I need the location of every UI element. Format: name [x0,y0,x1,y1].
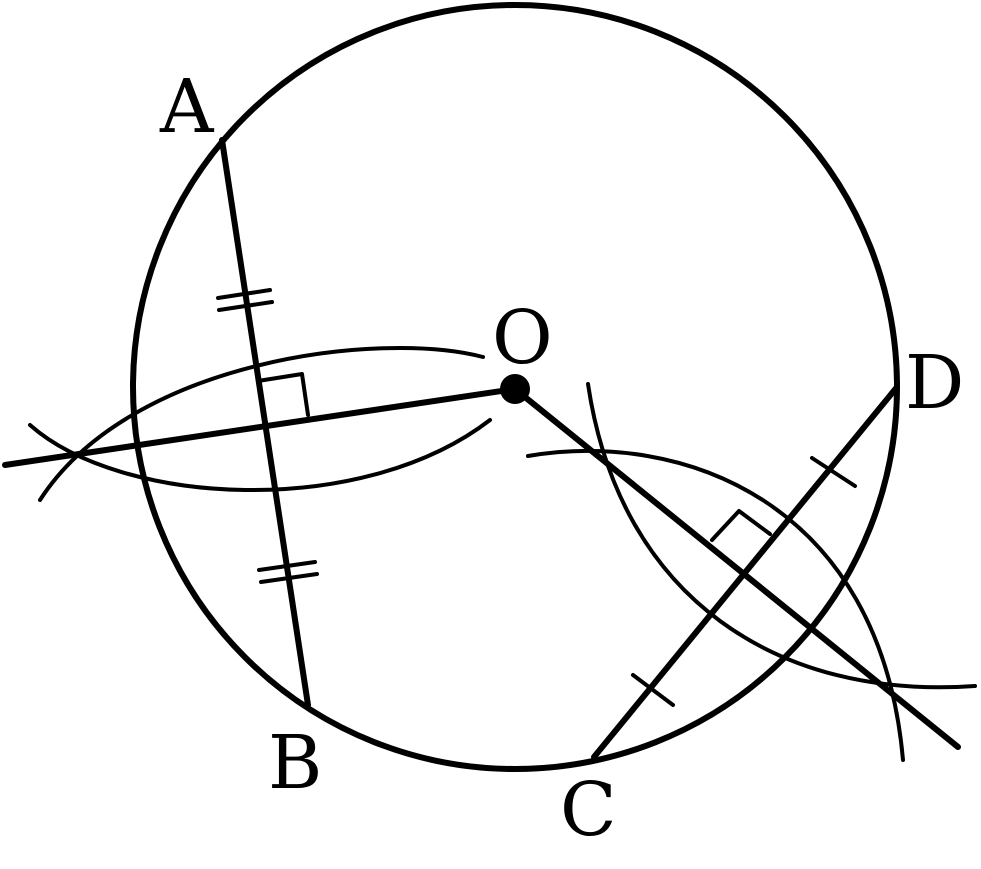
tick-mark [810,456,857,488]
tick-mark [217,300,274,312]
center-point [500,374,530,404]
tick-mark [259,572,319,584]
tick-mark [216,288,272,300]
label-c: C [560,767,617,853]
chord-ab [219,137,311,708]
right-angle-marker-cd [710,509,772,542]
construction-arc-cd-inner [586,382,977,690]
bisector-ab [2,386,518,468]
label-d: D [905,340,964,426]
label-a: A [159,64,215,150]
construction-arc-ab-lower [28,418,492,493]
construction-arc-cd-outer [526,448,905,762]
right-angle-marker-ab [256,372,310,417]
label-o: O [492,295,553,381]
construction-arc-ab-upper [38,346,485,502]
tick-mark [257,560,317,572]
label-b: B [268,720,322,806]
tick-mark [631,673,675,707]
bisector-cd [512,386,961,750]
